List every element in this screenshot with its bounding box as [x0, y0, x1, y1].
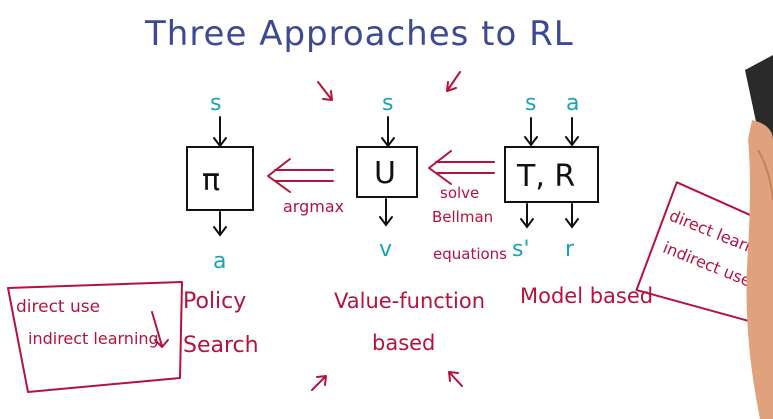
model-box [504, 146, 599, 203]
page-title: Three Approaches to RL [144, 14, 574, 54]
presenter-hand-image [745, 55, 773, 419]
utility-box [356, 146, 418, 198]
top-right-tick-icon [446, 71, 461, 92]
utility-output-v: v [379, 237, 392, 262]
policy-box [186, 146, 254, 211]
policy-output-a: a [213, 249, 226, 274]
argmax-double-arrow-icon [267, 158, 334, 193]
model-output-r-arrow [565, 203, 579, 229]
left-note-line1: direct use [16, 297, 100, 317]
policy-input-arrow [213, 116, 227, 148]
utility-box-label: U [374, 156, 396, 191]
model-input-s-arrow [524, 117, 538, 147]
utility-input-s: s [382, 91, 393, 116]
policy-box-label: π [202, 163, 220, 198]
utility-input-arrow [381, 116, 395, 148]
utility-output-arrow [379, 198, 393, 227]
policy-search-line2: Search [183, 333, 259, 358]
policy-output-arrow [213, 211, 227, 237]
left-note-arrow-icon [151, 311, 169, 348]
top-left-tick-icon [317, 81, 333, 101]
policy-search-line1: Policy [183, 289, 246, 314]
solve-double-arrow-icon [428, 150, 495, 185]
model-based-label: Model based [520, 284, 653, 308]
left-note-box: direct use indirect learning [7, 281, 183, 393]
model-output-s-arrow [520, 203, 534, 229]
solve-label-line1: solve [440, 184, 479, 202]
model-output-s-prime: s' [512, 237, 530, 262]
model-input-a: a [566, 91, 579, 116]
model-box-label: T, R [516, 159, 575, 194]
left-note-line2: indirect learning [28, 329, 159, 348]
solve-label-line2: Bellman [432, 208, 493, 226]
solve-label-line3: equations [433, 245, 507, 263]
model-input-a-arrow [565, 117, 579, 147]
value-function-line2: based [372, 331, 435, 355]
value-function-line1: Value-function [334, 289, 485, 313]
bottom-right-tick-icon [448, 371, 463, 387]
model-input-s: s [525, 91, 536, 116]
policy-input-s: s [210, 91, 221, 116]
model-output-r: r [565, 237, 575, 262]
argmax-label: argmax [283, 197, 344, 216]
bottom-left-tick-icon [311, 375, 327, 391]
